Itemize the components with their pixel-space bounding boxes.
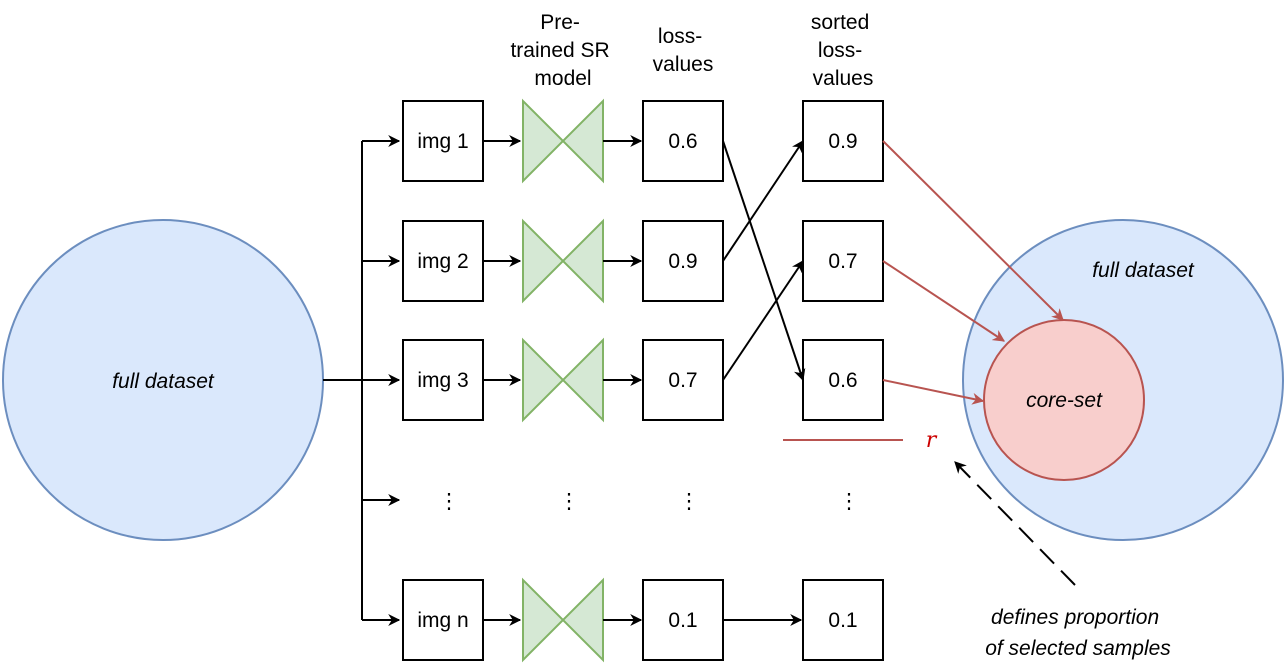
loss-value: 0.6	[668, 130, 697, 153]
row-n: img n 0.1 0.1	[402, 577, 884, 663]
row-2: img 2 0.9 0.7	[402, 218, 884, 304]
header-sorted: sorted loss- values	[811, 11, 875, 90]
selection-arrows	[882, 140, 1064, 405]
threshold: r	[783, 428, 938, 453]
threshold-r-label: r	[926, 428, 938, 453]
arrow-loss3-to-sorted2	[722, 260, 804, 381]
arrow-sorted2-to-coreset	[882, 260, 1006, 342]
coreset-label: core-set	[1026, 389, 1103, 412]
arrow-loss2-to-sorted1	[722, 140, 804, 262]
loss-box	[642, 339, 724, 421]
model-bowtie-icon	[522, 577, 604, 663]
annotation-text: defines proportion of selected samples	[985, 606, 1171, 660]
header-model: Pre- trained SR model	[510, 11, 615, 90]
ellipsis-loss: ⋮	[679, 490, 700, 513]
ellipsis-row: ⋮ ⋮ ⋮ ⋮	[439, 490, 860, 513]
sorted-value: 0.6	[828, 369, 857, 392]
sorted-box	[802, 100, 884, 182]
left-dataset: full dataset	[2, 219, 324, 541]
img-label: img 3	[417, 369, 468, 392]
arrow-sorted3-to-coreset	[882, 379, 985, 405]
left-dataset-label: full dataset	[112, 370, 215, 393]
img-box	[402, 339, 484, 421]
loss-value: 0.9	[668, 250, 697, 273]
sorted-value: 0.7	[828, 250, 857, 273]
img-label: img n	[417, 609, 468, 632]
sorted-value: 0.9	[828, 130, 857, 153]
sorted-value: 0.1	[828, 609, 857, 632]
arrow-loss1-to-sorted3	[722, 140, 806, 382]
right-dataset-label: full dataset	[1092, 259, 1195, 282]
model-bowtie-icon	[522, 98, 604, 184]
img-box	[402, 579, 484, 661]
img-box	[402, 220, 484, 302]
ellipsis-sorted: ⋮	[839, 490, 860, 513]
arrow-sorted1-to-coreset	[882, 140, 1064, 321]
row-1: img 1 0.6 0.9	[402, 98, 884, 184]
ellipsis-img: ⋮	[439, 490, 460, 513]
row-3: img 3 0.7 0.6	[402, 337, 884, 423]
loss-box	[642, 100, 724, 182]
loss-value: 0.7	[668, 369, 697, 392]
img-label: img 2	[417, 250, 468, 273]
model-bowtie-icon	[522, 218, 604, 304]
header-loss: loss- values	[653, 25, 714, 76]
img-label: img 1	[417, 130, 468, 153]
distribution-lines	[323, 135, 401, 626]
model-bowtie-icon	[522, 337, 604, 423]
sorting-arrows	[722, 140, 806, 382]
ellipsis-model: ⋮	[559, 490, 580, 513]
sorted-box	[802, 339, 884, 421]
sorted-box	[802, 579, 884, 661]
loss-value: 0.1	[668, 609, 697, 632]
